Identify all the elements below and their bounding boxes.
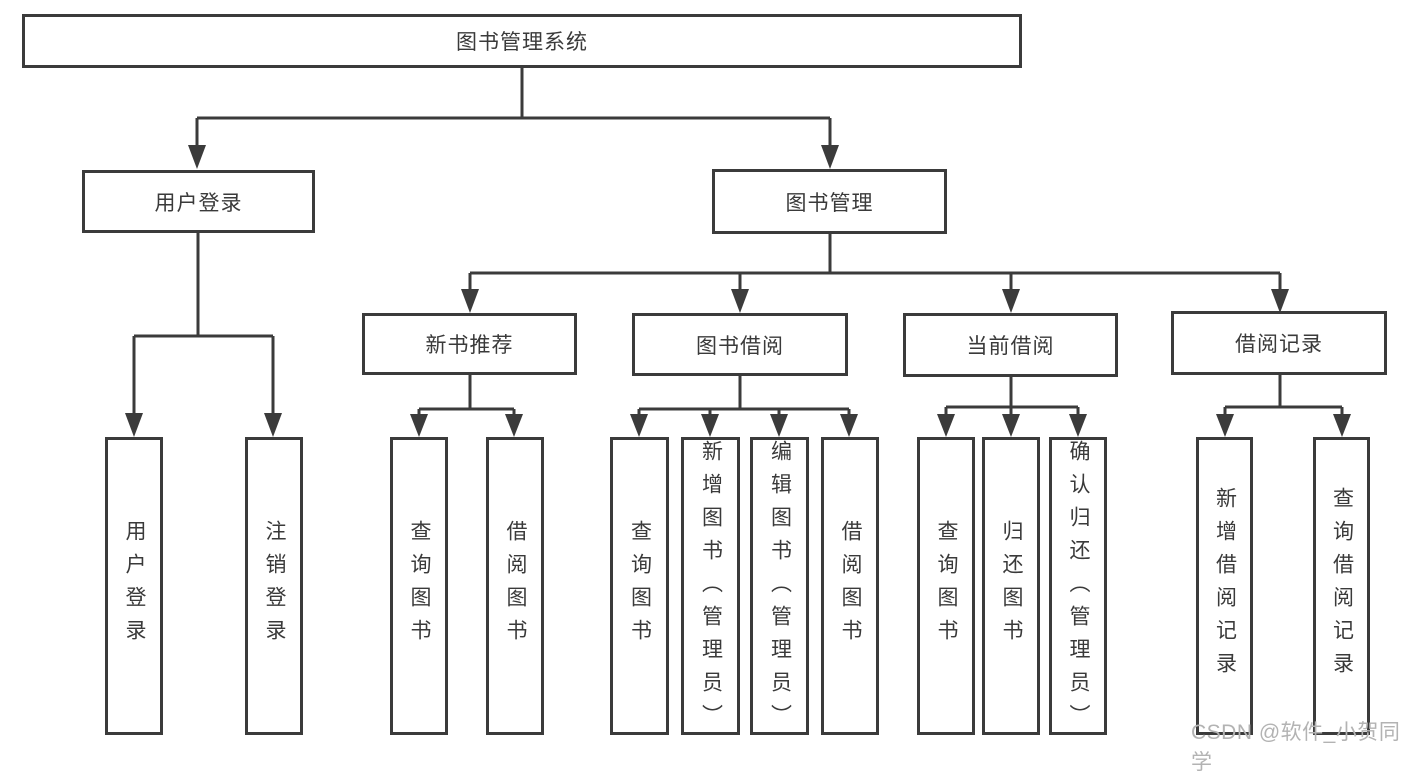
leaf-add-borrow-record: 新增借阅记录 [1196, 437, 1253, 735]
leaf-recommend-borrow-books: 借阅图书 [486, 437, 544, 735]
connector-lines [125, 68, 1351, 437]
node-borrowing-records: 借阅记录 [1171, 311, 1387, 375]
node-current-borrowing: 当前借阅 [903, 313, 1118, 377]
node-book-management: 图书管理 [712, 169, 947, 234]
leaf-logout: 注销登录 [245, 437, 303, 735]
node-root: 图书管理系统 [22, 14, 1022, 68]
arrowheads [125, 145, 1351, 437]
node-book-borrowing: 图书借阅 [632, 313, 848, 376]
leaf-borrowing-query-books: 查询图书 [610, 437, 669, 735]
leaf-current-query-books: 查询图书 [917, 437, 975, 735]
leaf-edit-books-admin: 编辑图书（管理员） [750, 437, 809, 737]
node-new-book-recommend: 新书推荐 [362, 313, 577, 375]
leaf-recommend-query-books: 查询图书 [390, 437, 448, 735]
leaf-borrow-books: 借阅图书 [821, 437, 879, 735]
node-user-login: 用户登录 [82, 170, 315, 233]
leaf-add-books-admin: 新增图书（管理员） [681, 437, 740, 737]
leaf-user-login: 用户登录 [105, 437, 163, 735]
leaf-return-books: 归还图书 [982, 437, 1040, 735]
watermark: CSDN @软件_小贺同学 [1191, 721, 1401, 774]
leaf-confirm-return-admin: 确认归还（管理员） [1049, 437, 1107, 737]
leaf-query-borrow-record: 查询借阅记录 [1313, 437, 1370, 735]
